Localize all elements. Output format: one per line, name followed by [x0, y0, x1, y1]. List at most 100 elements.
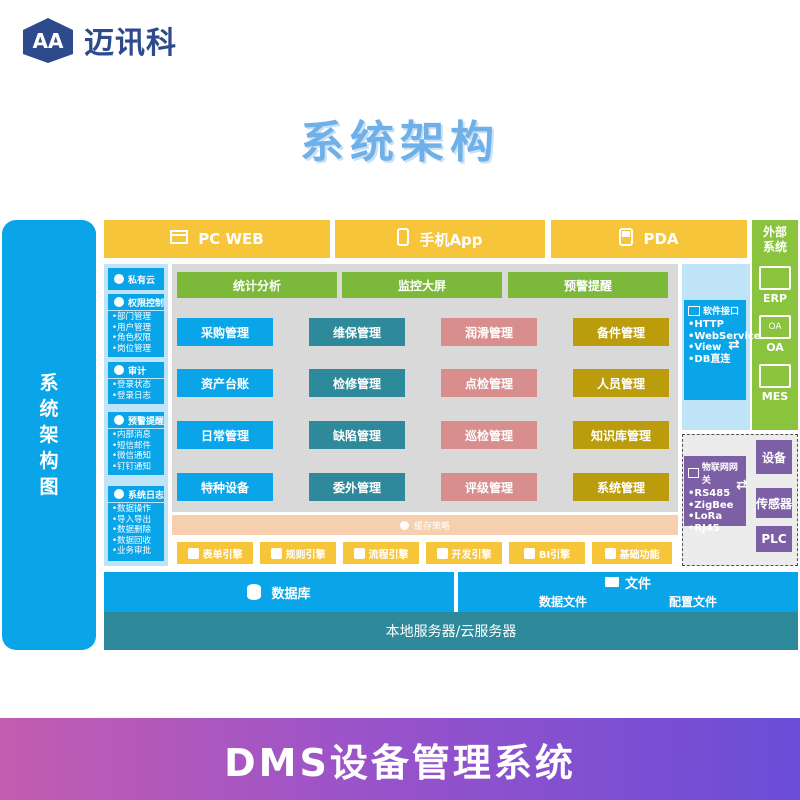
top-bar-pda: PDA: [551, 220, 747, 258]
list-item: •微信通知: [112, 451, 152, 461]
external-title: 外部系统: [762, 225, 787, 254]
engine-label: 基础功能: [619, 549, 660, 561]
external-systems: 外部系统 ERP OA OA MES: [752, 220, 798, 430]
server-bar: 本地服务器/云服务器: [104, 612, 798, 650]
module-daily: 日常管理: [177, 421, 273, 449]
software-interface-title: 软件接口: [684, 300, 746, 319]
feature-stats: 统计分析: [177, 272, 337, 298]
top-bar-mobile-app: 手机App: [335, 220, 545, 258]
gateway-icon: [688, 468, 699, 478]
rule-icon: [270, 547, 282, 559]
list-item: •钉钉通知: [112, 461, 152, 472]
chart-icon: [523, 547, 535, 559]
list-item: •角色权限: [112, 333, 152, 343]
module-lubrication: 润滑管理: [441, 318, 537, 346]
engine-form: 表单引擎: [177, 542, 253, 564]
software-interface: 软件接口 •HTTP •WebService •View •DB直连: [684, 300, 761, 400]
top-bar-label: PDA: [643, 230, 679, 248]
software-interface-list: •HTTP •WebService •View •DB直连: [684, 319, 761, 365]
list-item: •RS485: [688, 488, 731, 499]
module-spot-check: 点检管理: [441, 369, 537, 397]
file-label: 文件: [624, 576, 651, 592]
interface-title-text: 软件接口: [703, 307, 740, 317]
chat-icon: [114, 415, 124, 425]
browser-icon: [170, 230, 189, 248]
sidebar-section-title: 审计: [128, 366, 147, 377]
top-bar-label: 手机App: [419, 230, 483, 249]
dev-icon: [436, 547, 448, 559]
form-icon: [187, 547, 199, 559]
module-spare-parts: 备件管理: [573, 318, 669, 346]
module-defect: 缺陷管理: [309, 421, 405, 449]
file-item: 数据文件: [538, 594, 587, 609]
exchange-arrow-icon: ⇄: [728, 337, 740, 353]
list-item: •部门管理: [112, 312, 152, 322]
module-knowledge-base: 知识库管理: [573, 421, 669, 449]
list-item: •数据删除: [112, 525, 152, 535]
svg-text:AA: AA: [33, 29, 64, 53]
list-item: •HTTP: [688, 319, 724, 330]
list-item: •短信邮件: [112, 440, 152, 451]
top-bar-pc-web: PC WEB: [104, 220, 330, 258]
left-label: 系统架构图: [2, 220, 96, 650]
database-icon: [247, 584, 262, 600]
left-label-text: 系统架构图: [39, 372, 59, 498]
database-label: 数据库: [271, 586, 311, 602]
engine-label: 规则引擎: [285, 549, 326, 561]
list-item: •WebService: [688, 330, 761, 342]
module-personnel: 人员管理: [573, 369, 669, 397]
module-outsourcing: 委外管理: [309, 473, 405, 501]
iot-gateway: 物联网网关 •RS485 •ZigBee •LoRa •RJ45: [684, 456, 746, 534]
cache-strategy-bar: 缓存策略: [172, 515, 678, 535]
module-procurement: 采购管理: [177, 318, 273, 346]
external-item-mes: MES: [752, 364, 798, 403]
gear-icon: [114, 489, 124, 499]
workflow-icon: [353, 547, 365, 559]
interface-icon: [688, 305, 700, 316]
external-item-label: MES: [761, 390, 789, 403]
file-item: 配置文件: [668, 594, 717, 609]
device-plc: PLC: [756, 526, 792, 552]
external-item-oa: OA OA: [752, 315, 798, 354]
cloud-icon: [114, 274, 124, 284]
sidebar-section-title: 系统日志: [128, 490, 165, 501]
page-title: 系统架构: [300, 117, 500, 168]
feature-dashboard: 监控大屏: [342, 272, 502, 298]
list-item: •导入导出: [112, 514, 152, 525]
toggle-icon: [604, 547, 616, 559]
external-item-label: OA: [766, 341, 784, 354]
database-bar: 数据库: [104, 572, 454, 612]
top-bar-label: PC WEB: [198, 230, 264, 248]
list-item: •内部消息: [112, 430, 152, 440]
exchange-arrow-icon: ⇄: [736, 477, 748, 493]
list-item: •岗位管理: [112, 343, 152, 354]
module-special-equipment: 特种设备: [177, 473, 273, 501]
engine-label: 开发引擎: [451, 549, 492, 561]
sidebar-section-permission: 权限控制: [108, 294, 164, 310]
module-maintenance: 维保管理: [309, 318, 405, 346]
list-item: •数据操作: [112, 504, 152, 514]
external-item-label: ERP: [762, 292, 788, 305]
list-item: •业务审批: [112, 546, 152, 556]
pda-icon: [619, 228, 634, 250]
engine-dev: 开发引擎: [426, 542, 502, 564]
engine-rule: 规则引擎: [260, 542, 336, 564]
list-item: •数据回收: [112, 535, 152, 546]
engine-bi: BI引擎: [509, 542, 585, 564]
device-sensor: 传感器: [756, 488, 792, 518]
list-item: •ZigBee: [688, 499, 734, 511]
cache-label: 缓存策略: [413, 521, 450, 532]
monitor-icon: [759, 364, 791, 388]
file-title: 文件: [458, 572, 798, 592]
external-item-erp: ERP: [752, 266, 798, 305]
list-item: •LoRa: [688, 511, 723, 522]
module-asset-ledger: 资产台账: [177, 369, 273, 397]
engine-base: 基础功能: [592, 542, 672, 564]
sidebar-list-syslog: •数据操作 •导入导出 •数据删除 •数据回收 •业务审批: [108, 503, 164, 561]
sidebar-section-title: 私有云: [128, 275, 156, 286]
file-items: 数据文件 配置文件: [458, 592, 798, 610]
iot-gateway-list: •RS485 •ZigBee •LoRa •RJ45: [684, 488, 746, 534]
sidebar-section-title: 预警提醒: [128, 416, 165, 427]
iot-title-text: 物联网网关: [701, 463, 738, 486]
list-item: •RJ45: [688, 522, 720, 534]
